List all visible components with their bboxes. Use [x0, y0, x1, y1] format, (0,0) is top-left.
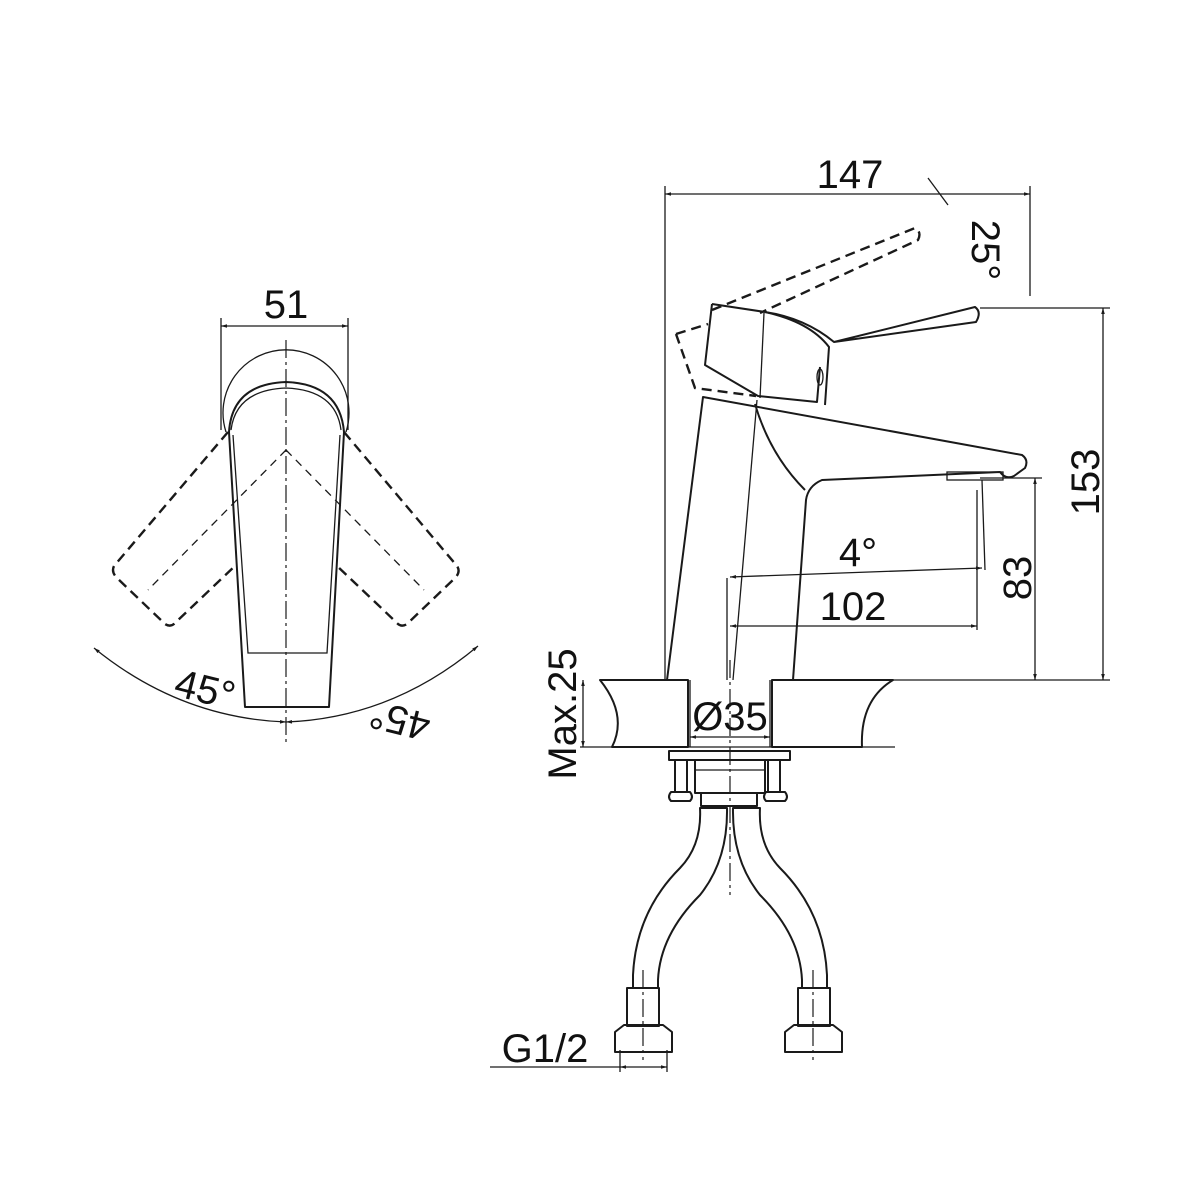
lever-handle [711, 303, 980, 343]
handle-top-arc [228, 381, 345, 433]
left-rotation-guide [147, 449, 287, 591]
mounting-bolt-left [674, 759, 688, 793]
lever-edge [764, 311, 830, 406]
right-braided-hose [731, 807, 828, 989]
handle-inner-arc [230, 387, 342, 431]
cartridge-block [704, 303, 821, 403]
extension-line [981, 479, 986, 571]
base-circle [222, 349, 350, 433]
hose-fitting [700, 792, 758, 807]
body-curve [754, 403, 806, 491]
right-hose-ferrule [797, 987, 831, 1027]
raised-lever-outline [674, 226, 921, 398]
lever-seam [759, 312, 765, 399]
body-seam [732, 399, 758, 681]
lever-screw-icon [816, 368, 824, 386]
right-angle-arc [285, 645, 479, 724]
angle-leader [927, 177, 949, 206]
right-hex-nut [784, 1024, 843, 1053]
max-thickness-label: Max.25 [541, 648, 585, 779]
mounting-bolt-right [767, 759, 781, 793]
faucet-body [666, 396, 1028, 681]
countertop-section-right [771, 679, 894, 748]
spout-angle-dimension-line [729, 566, 983, 579]
left-hex-nut [614, 1024, 673, 1053]
lever-angle-label: 25° [963, 220, 1007, 281]
right-rotated-handle [335, 431, 460, 627]
reach-label: 102 [820, 585, 887, 629]
top-view: 51 45° 45° [93, 283, 479, 749]
length-label: 147 [817, 153, 884, 197]
countertop-section-left [599, 679, 689, 748]
left-braided-hose [632, 807, 729, 989]
aerator [946, 471, 1004, 481]
right-rotation-guide [285, 449, 425, 591]
width-label: 51 [264, 283, 309, 327]
left-angle-arc [93, 647, 287, 724]
left-angle-label: 45° [170, 661, 239, 718]
bolt-head [668, 791, 693, 802]
bolt-head [763, 791, 788, 802]
side-view: 147 25° 153 83 4° 102 [490, 153, 1110, 1072]
left-rotated-handle [111, 431, 237, 627]
thread-label: G1/2 [502, 1027, 589, 1071]
right-angle-label: 45° [365, 691, 434, 748]
height-label: 153 [1064, 449, 1108, 516]
spout-height-label: 83 [996, 556, 1040, 601]
spout-angle-label: 4° [839, 531, 877, 575]
